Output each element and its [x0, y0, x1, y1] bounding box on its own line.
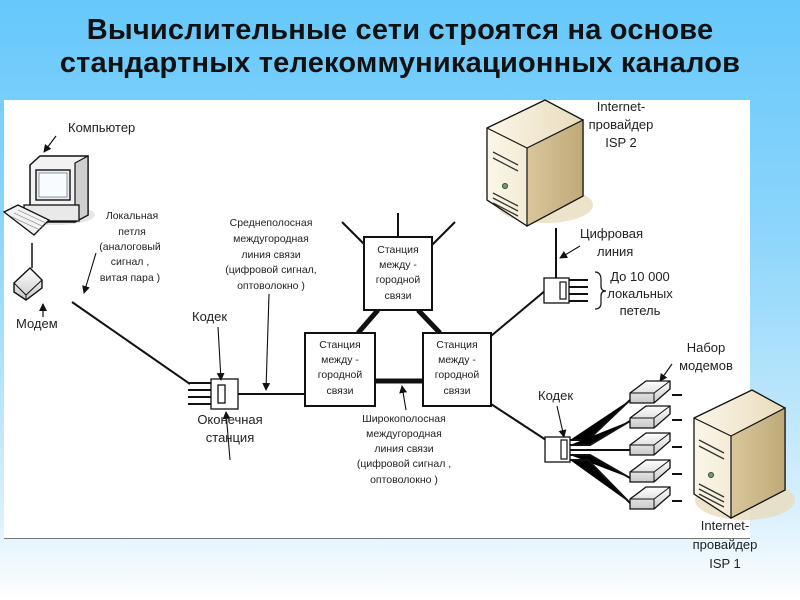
- station-top: Станция между - городной связи: [363, 236, 433, 311]
- computer-icon: [2, 154, 95, 236]
- svg-text:междугородная: междугородная: [366, 428, 442, 440]
- svg-text:Оконечная: Оконечная: [197, 412, 262, 427]
- computer-label: Компьютер: [68, 120, 135, 135]
- end-station-pointer-arrow: [222, 411, 231, 461]
- midband-pointer-arrow: [262, 293, 271, 391]
- diagram-panel: [4, 100, 750, 539]
- svg-text:локальных: локальных: [607, 286, 673, 301]
- local-loop-line: [71, 301, 191, 385]
- computer-pointer-arrow: [43, 135, 57, 153]
- digital-line-label-1: Цифровая: [580, 226, 643, 241]
- svg-text:городной: городной: [318, 369, 363, 381]
- svg-text:Набор: Набор: [687, 340, 726, 355]
- digital-trunk-line: [490, 289, 547, 337]
- local-loop-pointer-arrow: [82, 252, 97, 294]
- end-station-label: Оконечная станция: [197, 412, 262, 445]
- svg-text:станция: станция: [206, 430, 254, 445]
- svg-text:(цифровой сигнал ,: (цифровой сигнал ,: [357, 458, 451, 470]
- svg-text:Среднеполосная: Среднеполосная: [230, 217, 313, 229]
- isp2-server-icon: [486, 99, 593, 228]
- svg-text:Internet-: Internet-: [701, 518, 749, 533]
- title-line-2: стандартных телекоммуникационных каналов: [59, 47, 741, 79]
- svg-text:(аналоговый: (аналоговый: [99, 241, 161, 253]
- isp1-server-icon: [693, 389, 795, 520]
- svg-text:ISP 1: ISP 1: [709, 556, 741, 571]
- svg-text:сигнал ,: сигнал ,: [111, 256, 150, 268]
- codec-right-icon: [544, 436, 571, 463]
- svg-text:Станция: Станция: [319, 339, 360, 351]
- svg-text:ISP 2: ISP 2: [605, 135, 637, 150]
- modem-bank-pointer-arrow: [659, 363, 673, 382]
- trunk-top-right: [416, 308, 442, 335]
- svg-text:(цифровой сигнал,: (цифровой сигнал,: [225, 264, 316, 276]
- codec-left-label: Кодек: [192, 309, 227, 324]
- end-station-icon: [188, 378, 239, 410]
- codec-left-pointer-arrow: [216, 326, 225, 381]
- svg-text:между -: между -: [379, 259, 417, 271]
- broadband-pointer-arrow: [399, 385, 408, 411]
- svg-text:линия связи: линия связи: [374, 443, 433, 455]
- svg-text:связи: связи: [326, 385, 353, 397]
- svg-text:модемов: модемов: [679, 358, 733, 373]
- svg-text:оптоволокно ): оптоволокно ): [370, 474, 438, 486]
- digital-line-pointer-arrow: [559, 245, 581, 259]
- svg-text:Широкополосная: Широкополосная: [362, 413, 446, 425]
- local-loops-count-label: До 10 000 локальных петель: [607, 269, 673, 318]
- svg-text:провайдер: провайдер: [589, 117, 654, 132]
- codec-right-label: Кодек: [538, 388, 573, 403]
- svg-text:Локальная: Локальная: [106, 210, 158, 222]
- codec-digital-icon: [543, 277, 588, 304]
- station-left: Станция между - городной связи: [304, 332, 376, 407]
- isp2-label: Internet- провайдер ISP 2: [589, 99, 654, 150]
- modem-bank-cables: [570, 399, 631, 504]
- title-line-1: Вычислительные сети строятся на основе: [86, 14, 714, 46]
- modem-bank-icon: [629, 380, 682, 510]
- trunk-top-left: [356, 308, 380, 335]
- svg-text:Станция: Станция: [377, 244, 418, 256]
- svg-text:оптоволокно ): оптоволокно ): [237, 280, 305, 292]
- svg-text:городной: городной: [376, 274, 421, 286]
- modem-icon: [13, 267, 43, 301]
- codec-left-icon: [217, 384, 226, 404]
- slide-title: Вычислительные сети строятся на основе с…: [0, 14, 800, 80]
- digital-line-label-2: линия: [597, 244, 633, 259]
- isp1-trunk-line: [490, 403, 547, 441]
- svg-text:между -: между -: [438, 354, 476, 366]
- svg-text:петель: петель: [620, 303, 661, 318]
- isp1-label: Internet- провайдер ISP 1: [693, 518, 758, 571]
- midband-link-label: Среднеполосная междугородная линия связи…: [225, 217, 316, 292]
- modem-bank-label: Набор модемов: [679, 340, 733, 373]
- svg-text:связи: связи: [384, 290, 411, 302]
- svg-text:петля: петля: [118, 226, 146, 238]
- svg-text:провайдер: провайдер: [693, 537, 758, 552]
- broadband-link-label: Широкополосная междугородная линия связи…: [357, 413, 451, 486]
- svg-text:До 10 000: До 10 000: [610, 269, 670, 284]
- svg-text:городной: городной: [435, 369, 480, 381]
- codec-right-pointer-arrow: [556, 405, 567, 438]
- svg-text:линия связи: линия связи: [241, 249, 300, 261]
- svg-text:междугородная: междугородная: [233, 233, 309, 245]
- svg-text:между -: между -: [321, 354, 359, 366]
- modem-label: Модем: [16, 316, 58, 331]
- station-right: Станция между - городной связи: [422, 332, 492, 407]
- svg-text:витая пара ): витая пара ): [100, 272, 160, 284]
- local-loop-label: Локальная петля (аналоговый сигнал , вит…: [99, 210, 161, 284]
- svg-text:связи: связи: [443, 385, 470, 397]
- brace-icon: [594, 271, 607, 310]
- svg-text:Станция: Станция: [436, 339, 477, 351]
- svg-text:Internet-: Internet-: [597, 99, 645, 114]
